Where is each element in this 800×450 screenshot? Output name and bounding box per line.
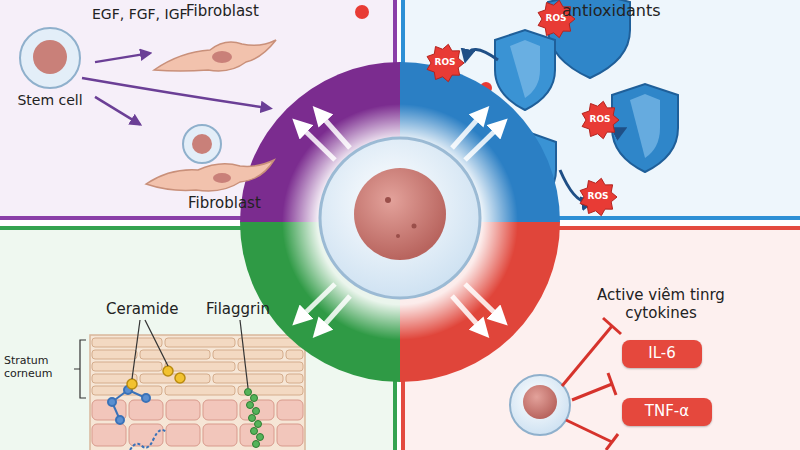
node-text: ROS	[579, 191, 617, 201]
stratum-corneum-illustration	[74, 320, 305, 450]
node-text: ROS	[426, 57, 464, 67]
signal-arrow	[82, 78, 268, 108]
node-text: Stem cell	[5, 92, 95, 108]
cytokine-pill: IL-6	[622, 340, 702, 368]
node-text: ROS	[581, 114, 619, 124]
annotation-label: Ceramide	[106, 300, 179, 318]
node-text: IL-6	[622, 344, 702, 362]
edge-label: EGF, FGF, IGF	[92, 6, 188, 22]
fibroblast-node: Fibroblast	[140, 118, 280, 216]
central-stem-cell	[320, 138, 480, 298]
ros-node: ROS	[426, 44, 464, 82]
node-text: Fibroblast	[188, 194, 261, 212]
node-text: TNF-α	[622, 402, 712, 420]
annotation-label: antioxidants	[562, 1, 661, 20]
stem-cell-node: Stem cell	[5, 22, 95, 117]
node-text: Fibroblast	[186, 2, 259, 20]
annotation-label: Stratum corneum	[4, 354, 74, 380]
inhibitor-cell	[510, 375, 570, 435]
radiating-arrows	[298, 112, 502, 332]
annotation-label: Active viêm tinrg cytokines	[566, 286, 756, 322]
ros-node: ROS	[579, 178, 617, 216]
central-ring	[240, 62, 560, 382]
signal-arrow	[95, 53, 150, 62]
cytokine-pill: TNF-α	[622, 398, 712, 426]
signal-arrow	[95, 97, 140, 124]
annotation-label: Filaggrin	[206, 300, 270, 318]
ros-node: ROS	[581, 101, 619, 139]
inhibition-lines	[562, 318, 621, 450]
